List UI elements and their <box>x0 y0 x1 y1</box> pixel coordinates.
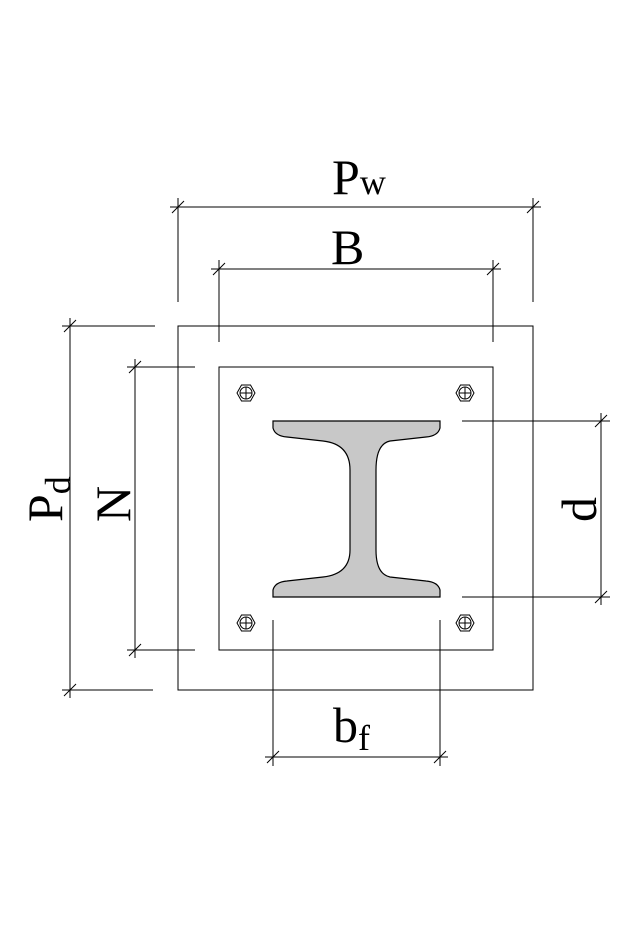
label-pd: Pd <box>17 476 78 522</box>
base-plate <box>218 366 494 651</box>
bolt-icons <box>236 384 475 632</box>
dimension-b: B <box>211 219 501 342</box>
dimension-pw: Pw <box>170 149 541 302</box>
dimension-n: N <box>85 359 195 658</box>
dimension-bf: bf <box>265 620 448 766</box>
bolt-icon <box>236 384 256 402</box>
bolt-icon <box>236 614 256 632</box>
label-bf: bf <box>333 697 370 758</box>
label-n: N <box>85 486 141 522</box>
bolt-icon <box>455 384 475 402</box>
dimension-pd: Pd <box>17 318 155 698</box>
i-beam-section <box>272 420 441 598</box>
outer-pedestal <box>177 325 534 691</box>
label-pw: Pw <box>332 149 386 205</box>
label-d: d <box>551 497 607 522</box>
bolt-icon <box>455 614 475 632</box>
label-b: B <box>331 219 364 275</box>
dimension-d: d <box>462 413 610 605</box>
